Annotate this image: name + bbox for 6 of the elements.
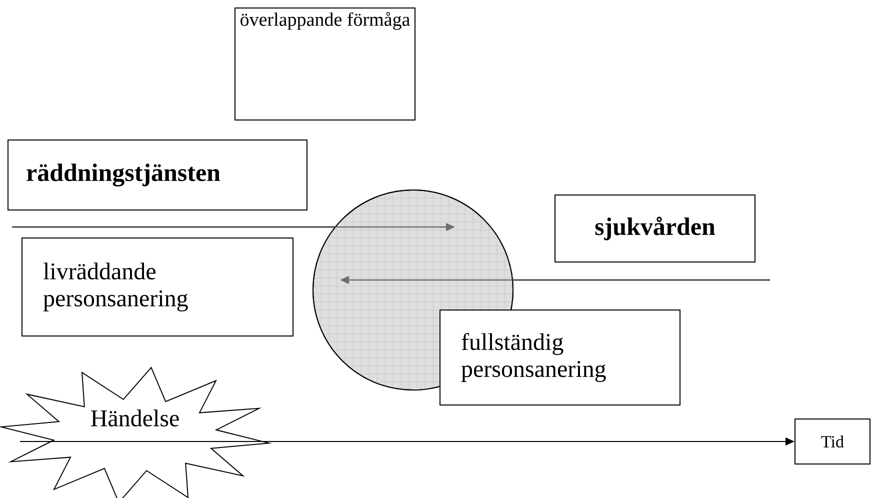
text-box: räddningstjänsten: [8, 140, 308, 210]
text-box: sjukvården: [554, 194, 756, 262]
text-box: Tid: [794, 418, 871, 464]
text-box: fullständig personsanering: [440, 310, 680, 406]
text-box: överlappande förmåga: [234, 8, 416, 120]
text-box: livräddande personsanering: [22, 238, 294, 336]
